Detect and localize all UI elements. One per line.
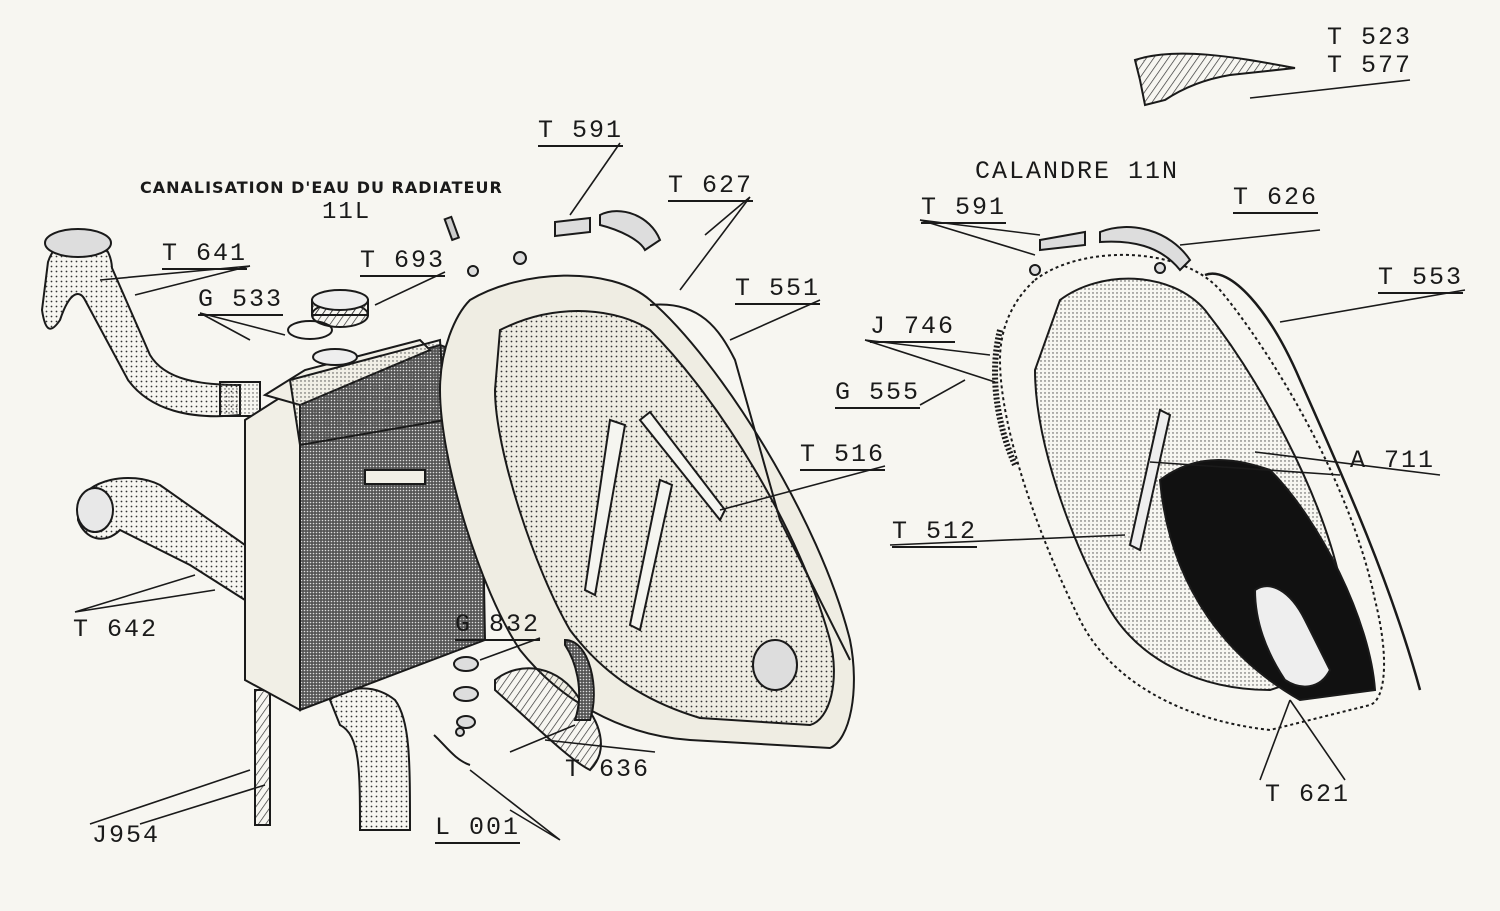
- part-label-j954: J954: [92, 821, 161, 850]
- part-label-a711: A 711: [1350, 446, 1436, 475]
- part-label-t523: T 523: [1327, 23, 1413, 52]
- chevron-emblem-shape: [494, 638, 602, 772]
- upper-hose-shape: [40, 228, 261, 418]
- part-label-t591-right: T 591: [921, 193, 1007, 224]
- part-label-t693: T 693: [360, 246, 446, 277]
- part-label-t551: T 551: [735, 274, 821, 305]
- bottom-hose-shape: [328, 687, 412, 831]
- part-label-t621: T 621: [1265, 780, 1351, 809]
- lower-hose-shape: [76, 477, 246, 602]
- part-label-l001: L 001: [435, 813, 521, 844]
- part-label-g533: G 533: [198, 285, 284, 316]
- part-label-j746: J 746: [870, 312, 956, 343]
- drain-pipe-shape: [254, 689, 271, 826]
- diagram-title-left: CANALISATION D'EAU DU RADIATEUR: [140, 178, 503, 197]
- grille-11l-shape: [438, 274, 855, 750]
- part-label-g555: G 555: [835, 378, 921, 409]
- diagram-title-right: CALANDRE 11N: [975, 157, 1180, 186]
- part-label-g832: G 832: [455, 610, 541, 641]
- grille-11n-shape: [992, 226, 1422, 732]
- part-label-t591-left: T 591: [538, 116, 624, 147]
- part-label-t636: T 636: [565, 755, 651, 784]
- hardware-left: [433, 210, 662, 766]
- gasket-ring-shape: [287, 320, 333, 340]
- hood-ornament-shape: [1133, 52, 1296, 107]
- part-label-t516: T 516: [800, 440, 886, 471]
- part-label-t641: T 641: [162, 239, 248, 270]
- part-label-t642: T 642: [73, 615, 159, 644]
- part-label-t512: T 512: [892, 517, 978, 548]
- part-label-t553: T 553: [1378, 263, 1464, 294]
- diagram-subtitle-left: 11L: [322, 199, 372, 226]
- radiator-core-shape: [244, 338, 487, 712]
- part-label-t626: T 626: [1233, 183, 1319, 214]
- leader-lines: [74, 79, 1466, 841]
- filler-cap-shape: [311, 289, 369, 328]
- part-label-t627: T 627: [668, 171, 754, 202]
- part-label-t577: T 577: [1327, 51, 1413, 80]
